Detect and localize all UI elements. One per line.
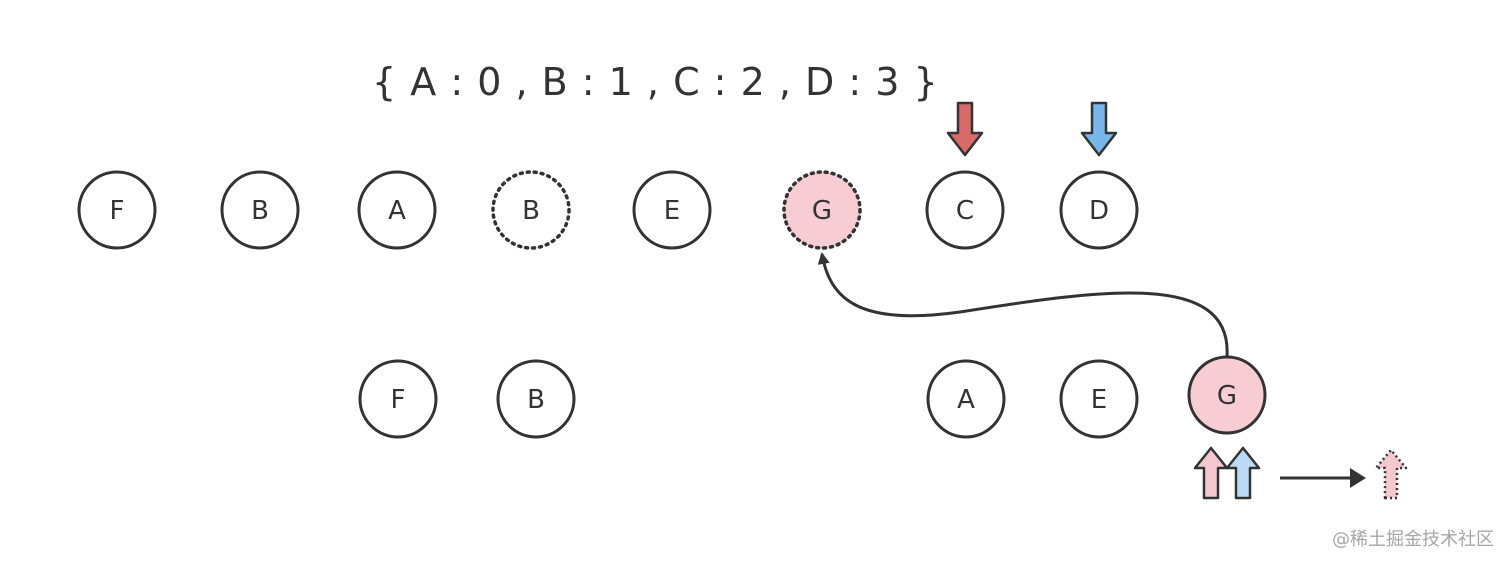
up-arrow-blue-icon (1225, 446, 1261, 500)
node-label: E (664, 196, 680, 226)
down-arrow-red-icon (946, 101, 984, 157)
node-label: C (956, 196, 974, 226)
dotted-up-arrow-icon (1374, 448, 1408, 500)
node-label: B (251, 196, 269, 226)
old-node-a: A (357, 170, 437, 250)
new-row: F B A E G (358, 355, 1267, 439)
watermark: @稀土掘金技术社区 (1332, 529, 1494, 550)
node-label: G (1217, 381, 1237, 411)
node-circle (925, 170, 1005, 250)
key-index-map: { A : 0 , B : 1 , C : 2 , D : 3 } (372, 60, 939, 104)
node-circle-dotted (491, 170, 571, 250)
node-circle (1059, 359, 1139, 439)
node-circle (926, 359, 1006, 439)
new-node-e: E (1059, 359, 1139, 439)
node-circle-highlight (1187, 355, 1267, 435)
old-node-e: E (632, 170, 712, 250)
node-circle (220, 170, 300, 250)
old-node-c: C (925, 170, 1005, 250)
new-node-b: B (496, 359, 576, 439)
down-arrow-blue-icon (1080, 101, 1118, 157)
old-node-d: D (1059, 170, 1139, 250)
node-label: A (957, 385, 975, 415)
node-circle (77, 170, 157, 250)
new-node-f: F (358, 359, 438, 439)
node-circle-highlight-dotted (782, 170, 862, 250)
old-node-f: F (77, 170, 157, 250)
node-label: F (391, 385, 406, 415)
node-circle (496, 359, 576, 439)
old-row: F B A B E G C D (77, 170, 1139, 250)
new-node-a: A (926, 359, 1006, 439)
node-label: F (110, 196, 125, 226)
node-circle (632, 170, 712, 250)
node-circle (357, 170, 437, 250)
up-arrow-pink-icon (1193, 446, 1229, 500)
node-circle (358, 359, 438, 439)
node-label: E (1091, 385, 1107, 415)
old-node-b: B (220, 170, 300, 250)
right-arrow-icon (1350, 468, 1366, 488)
new-node-g-highlight: G (1187, 355, 1267, 435)
node-label: D (1089, 196, 1109, 226)
node-label: B (527, 385, 545, 415)
old-node-b-dotted: B (491, 170, 571, 250)
node-label: B (522, 196, 540, 226)
node-label: A (388, 196, 406, 226)
node-label: G (812, 196, 832, 226)
node-circle (1059, 170, 1139, 250)
old-node-g-highlight: G (782, 170, 862, 250)
move-arrow-icon (817, 252, 1229, 357)
